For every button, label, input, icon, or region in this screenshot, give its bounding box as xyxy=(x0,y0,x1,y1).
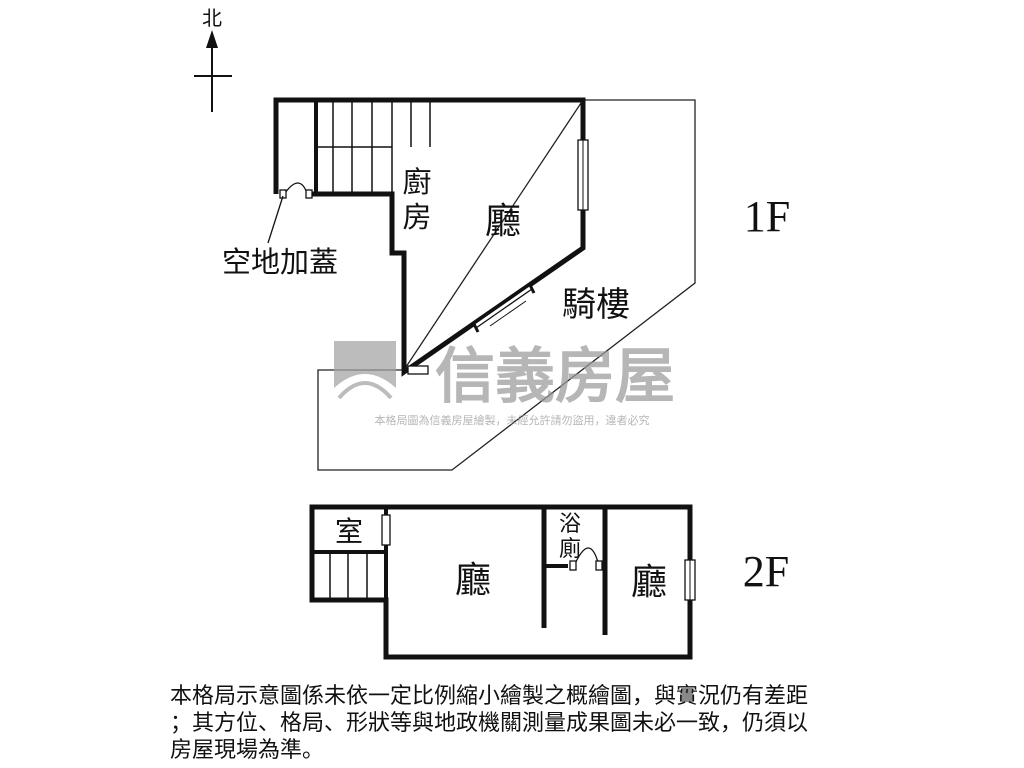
floor-2-label: 2F xyxy=(743,547,789,596)
floor-1-plan xyxy=(267,97,696,471)
living-room-label: 廳 xyxy=(485,201,521,242)
callout-label: 空地加蓋 xyxy=(222,245,338,279)
watermark-notice: 本格局圖為信義房屋繪製，未經允許請勿盜用，違者必究 xyxy=(375,413,650,427)
floor-1-label: 1F xyxy=(744,192,790,241)
floor-2-plan xyxy=(309,504,696,660)
north-label: 北 xyxy=(202,6,222,30)
disclaimer-line: ；其方位、格局、形狀等與地政機關測量成果圖未必一致，仍須以 xyxy=(170,711,809,736)
entry-door-icon xyxy=(407,365,429,375)
north-arrow-icon xyxy=(194,30,232,112)
window-icon xyxy=(577,139,589,211)
watermark: 信義房屋 本格局圖為信義房屋繪製，未經允許請勿盜用，違者必究 xyxy=(334,341,675,427)
bathroom-label-1: 浴 xyxy=(559,512,581,537)
disclaimer: 本格局示意圖係未依一定比例縮小繪製之概繪圖，與實況仍有差距 ；其方位、格局、形狀… xyxy=(170,683,870,764)
stair-icon xyxy=(316,100,431,194)
kitchen-label-1: 廚 xyxy=(402,165,431,199)
arcade-label: 騎樓 xyxy=(562,285,630,325)
stair-icon xyxy=(329,552,368,600)
brand-logo-icon xyxy=(334,341,396,401)
window-icon xyxy=(684,559,696,601)
living-room-left-label: 廳 xyxy=(455,560,491,601)
diagonal-door-icon xyxy=(472,284,536,333)
bathroom-label-2: 廁 xyxy=(559,537,581,562)
watermark-brand: 信義房屋 xyxy=(435,342,675,412)
door-swing-icon xyxy=(569,547,603,571)
floor-2-walls xyxy=(309,504,693,660)
room-label: 室 xyxy=(335,515,363,548)
callout-leader xyxy=(267,195,284,244)
living-room-right-label: 廳 xyxy=(631,562,667,603)
disclaimer-line: 房屋現場為準。 xyxy=(170,738,325,763)
floor-1-walls xyxy=(273,97,586,377)
kitchen-label-2: 房 xyxy=(402,200,431,234)
room-door-icon xyxy=(381,514,391,546)
door-swing-icon xyxy=(279,182,313,199)
disclaimer-line: 本格局示意圖係未依一定比例縮小繪製之概繪圖，與實況仍有差距 xyxy=(170,684,809,709)
